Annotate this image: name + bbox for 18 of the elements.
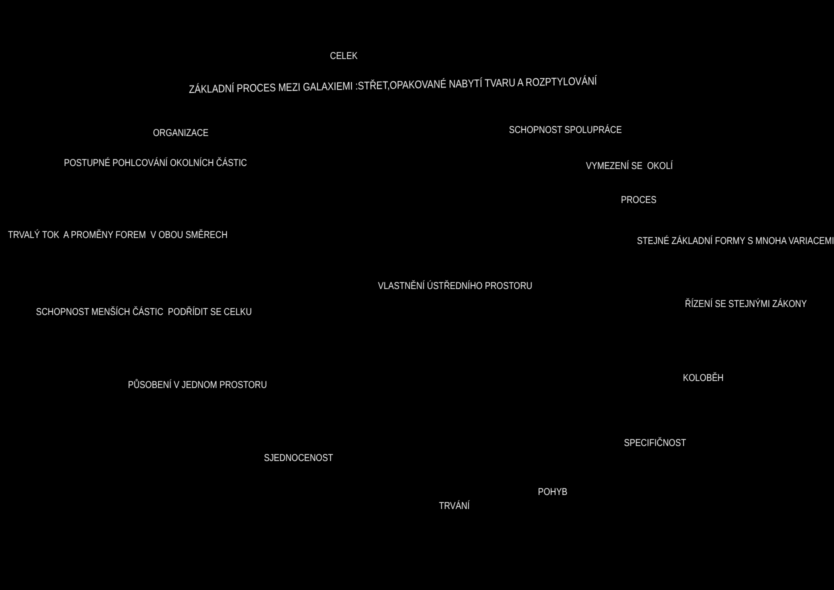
text-label: SJEDNOCENOST [264,453,334,464]
text-label: ZÁKLADNÍ PROCES MEZI GALAXIEMI :STŘET,OPAKOVANÉ NABYTÍ TVARU A ROZPTYLOVÁNÍ [188,76,598,96]
text-label: SCHOPNOST MENŠÍCH ČÁSTIC PODŘÍDIT SE CELKU [36,307,252,318]
text-label: VLASTNĚNÍ ÚSTŘEDNÍHO PROSTORU [378,281,532,292]
text-label: VYMEZENÍ SE OKOLÍ [586,161,673,172]
text-label: ŘÍZENÍ SE STEJNÝMI ZÁKONY [685,299,807,310]
text-label: POHYB [538,487,568,498]
text-label: SPECIFIČNOST [624,438,686,449]
text-label: SCHOPNOST SPOLUPRÁCE [509,125,622,136]
text-label: PROCES [621,195,656,206]
text-label: KOLOBĚH [683,373,724,384]
text-label: STEJNÉ ZÁKLADNÍ FORMY S MNOHA VARIACEMI [637,236,834,247]
text-label: ORGANIZACE [153,128,209,139]
text-label: PŮSOBENÍ V JEDNOM PROSTORU [128,380,267,391]
text-label: TRVÁNÍ [439,501,470,512]
text-label: POSTUPNÉ POHLCOVÁNÍ OKOLNÍCH ČÁSTIC [64,158,247,169]
text-label: CELEK [330,51,358,62]
text-label: TRVALÝ TOK A PROMĚNY FOREM V OBOU SMĚRECH [8,230,228,241]
